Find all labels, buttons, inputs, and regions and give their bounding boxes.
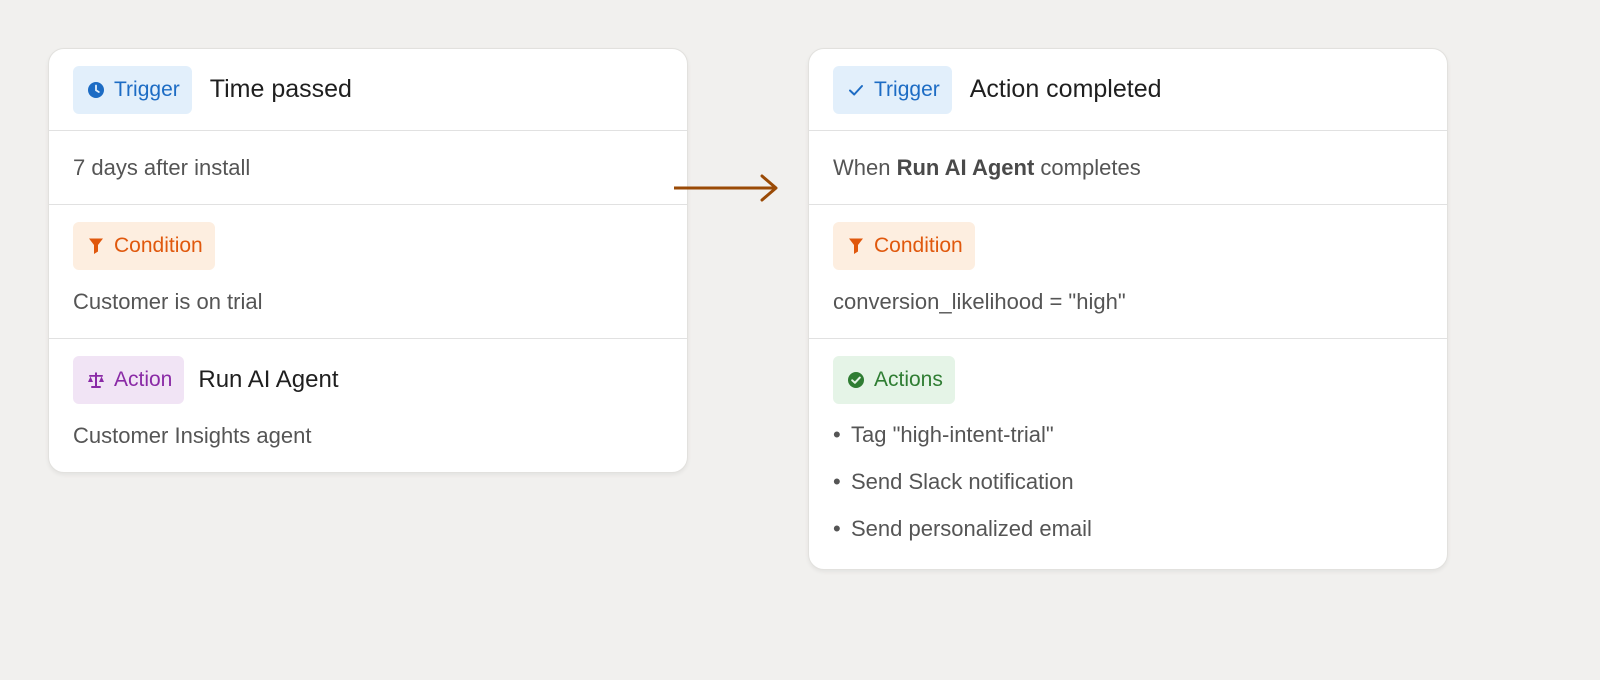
trigger-description: When Run AI Agent completes [809,130,1447,204]
trigger-badge-label: Trigger [114,77,180,101]
list-item: •Send Slack notification [833,467,1423,514]
trigger-badge-label: Trigger [874,77,940,101]
action-block[interactable]: Action Run AI Agent Customer Insights ag… [49,338,687,472]
filter-icon [847,237,865,255]
trigger-title: Time passed [209,75,352,103]
condition-badge: Condition [833,222,975,270]
condition-text: conversion_likelihood = "high" [833,289,1126,314]
action-text: Customer Insights agent [73,423,312,448]
list-item: •Send personalized email [833,514,1423,561]
trigger-header[interactable]: Trigger Action completed [809,49,1447,130]
action-title: Run AI Agent [198,366,339,393]
condition-text: Customer is on trial [73,289,263,314]
trigger-description: 7 days after install [49,130,687,204]
trigger-description-text: 7 days after install [73,154,251,180]
clock-icon [87,81,105,99]
actions-badge: Actions [833,356,955,404]
check-icon [847,81,865,99]
actions-block[interactable]: Actions •Tag "high-intent-trial" •Send S… [809,338,1447,569]
action-badge-label: Action [114,368,173,391]
connector-arrow-icon [674,174,778,202]
trigger-title: Action completed [969,75,1162,103]
workflow-card-time-passed[interactable]: Trigger Time passed 7 days after install… [48,48,688,473]
trigger-description-prefix: When [833,154,891,180]
condition-block[interactable]: Condition conversion_likelihood = "high" [809,204,1447,338]
list-item-text: Send personalized email [851,516,1092,541]
agent-icon [87,371,105,389]
condition-badge-label: Condition [114,234,203,257]
check-circle-icon [847,371,865,389]
filter-icon [87,237,105,255]
condition-block[interactable]: Condition Customer is on trial [49,204,687,338]
condition-badge-label: Condition [874,234,963,257]
list-item-text: Send Slack notification [851,469,1074,494]
trigger-header[interactable]: Trigger Time passed [49,49,687,130]
actions-badge-label: Actions [874,368,943,391]
action-badge: Action [73,356,185,404]
trigger-badge: Trigger [73,65,192,114]
actions-list: •Tag "high-intent-trial" •Send Slack not… [833,420,1423,561]
trigger-description-bold: Run AI Agent [896,154,1035,180]
trigger-description-suffix: completes [1040,154,1141,180]
list-item-text: Tag "high-intent-trial" [851,422,1054,447]
list-item: •Tag "high-intent-trial" [833,420,1423,467]
condition-badge: Condition [73,222,215,270]
workflow-card-action-completed[interactable]: Trigger Action completed When Run AI Age… [808,48,1448,570]
trigger-badge: Trigger [833,65,952,114]
